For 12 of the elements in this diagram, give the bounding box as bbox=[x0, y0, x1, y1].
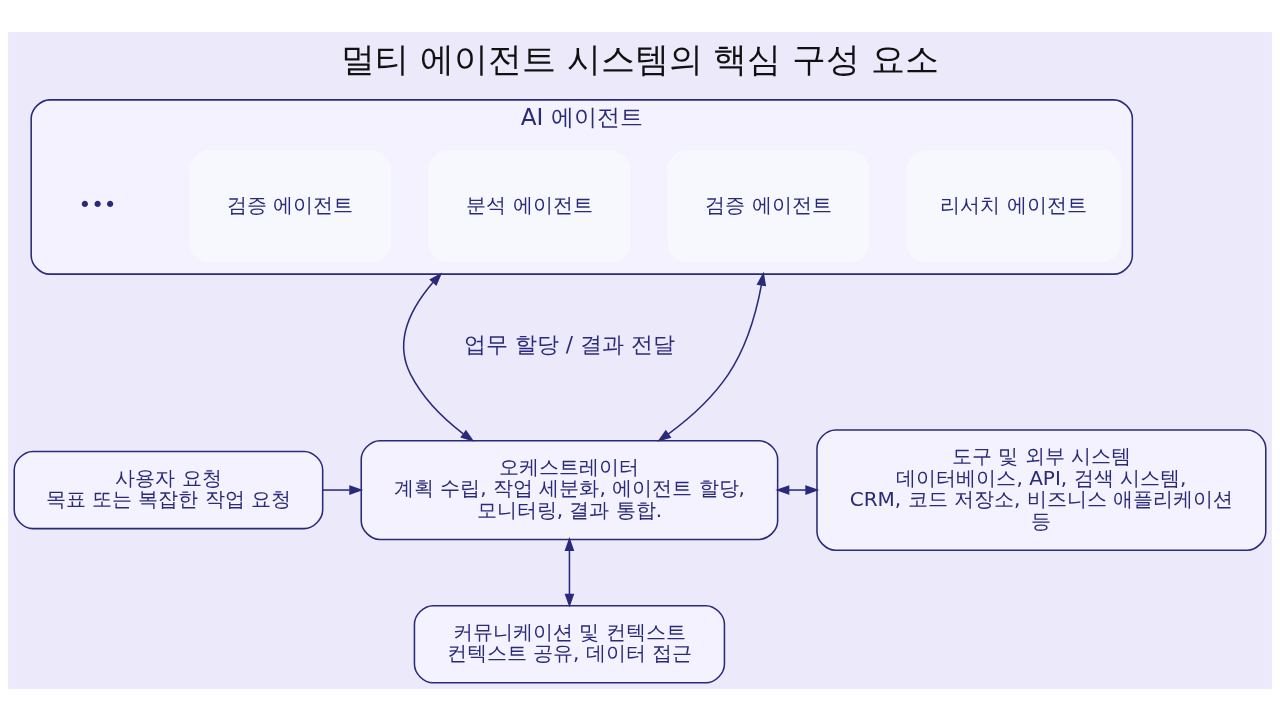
node-box: 커뮤니케이션 및 컨텍스트 컨텍스트 공유, 데이터 접근 bbox=[413, 604, 726, 684]
arrow bbox=[564, 536, 575, 608]
node-box: 사용자 요청 목표 또는 복잡한 작업 요청 bbox=[13, 450, 324, 529]
arrow bbox=[775, 484, 820, 495]
arrow bbox=[321, 484, 364, 495]
label: 업무 할당 / 결과 전달 bbox=[464, 331, 675, 357]
node-box: 도구 및 외부 시스템 데이터베이스, API, 검색 시스템, CRM, 코드 저장소, 비즈니스 애플리케이션 등 bbox=[816, 428, 1267, 551]
node-box: 오케스트레이터 계획 수립, 작업 세분화, 에이전트 할당, 모니터링, 결과 통합. bbox=[360, 439, 779, 540]
arrow bbox=[403, 271, 475, 442]
arrow bbox=[657, 271, 767, 442]
diagram-title: 멀티 에이전트 시스템의 핵심 구성 요소 bbox=[341, 39, 939, 79]
label: ••• bbox=[78, 191, 117, 217]
